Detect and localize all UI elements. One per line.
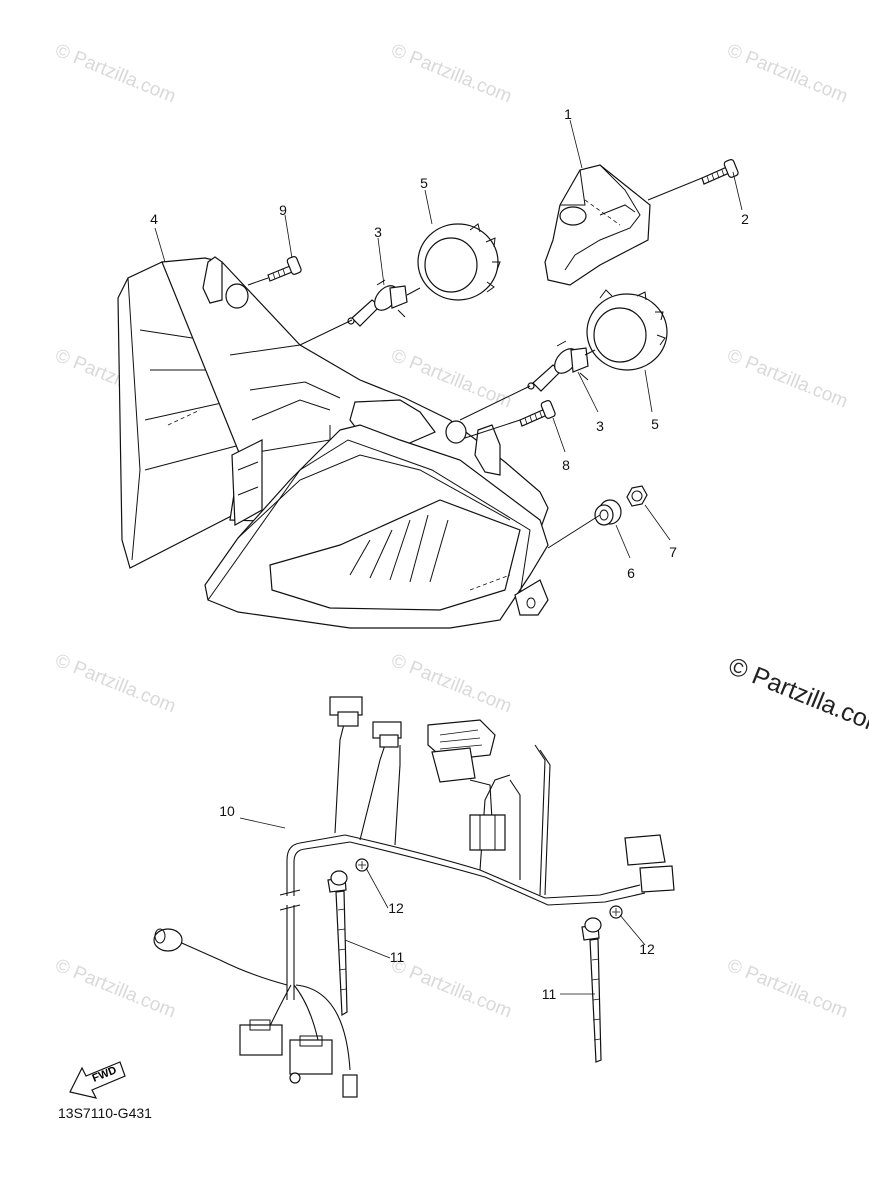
callout-3: 3	[374, 224, 382, 240]
bulb-part	[347, 279, 408, 327]
callout-12: 12	[388, 900, 404, 916]
callout-8: 8	[562, 457, 570, 473]
callout-leaders	[239, 817, 646, 995]
cable-tie-part	[581, 924, 602, 1063]
callout-3: 3	[596, 418, 604, 434]
callout-4: 4	[150, 211, 158, 227]
headlight-assembly-part	[117, 256, 549, 629]
callout-1: 1	[564, 106, 572, 122]
wire-harness-part	[153, 696, 675, 1098]
nut-part	[626, 485, 648, 507]
connector-icon	[239, 1024, 283, 1056]
callout-12: 12	[639, 941, 655, 957]
socket-ring-part	[417, 223, 501, 301]
assembly-guide-lines	[247, 177, 703, 549]
cable-tie-part	[327, 877, 348, 1017]
callout-10: 10	[219, 803, 235, 819]
callout-2: 2	[741, 211, 749, 227]
callout-11: 11	[541, 986, 557, 1002]
screw-part	[519, 400, 556, 427]
screw-part	[267, 256, 302, 282]
callout-5: 5	[420, 175, 428, 191]
callout-5: 5	[651, 416, 659, 432]
fwd-arrow-icon: FWD	[69, 1061, 126, 1099]
callout-11: 11	[389, 949, 405, 965]
clip-part	[330, 858, 369, 886]
callout-leaders	[154, 119, 743, 559]
clip-part	[584, 905, 623, 933]
headlight-cover-part	[544, 164, 651, 286]
bulb-part	[527, 340, 589, 392]
socket-ring-part	[586, 289, 668, 371]
callout-7: 7	[669, 544, 677, 560]
callout-6: 6	[627, 565, 635, 581]
grommet-part	[594, 499, 622, 526]
screw-part	[701, 159, 739, 185]
callout-9: 9	[279, 202, 287, 218]
diagram-code: 13S7110-G431	[58, 1105, 152, 1121]
